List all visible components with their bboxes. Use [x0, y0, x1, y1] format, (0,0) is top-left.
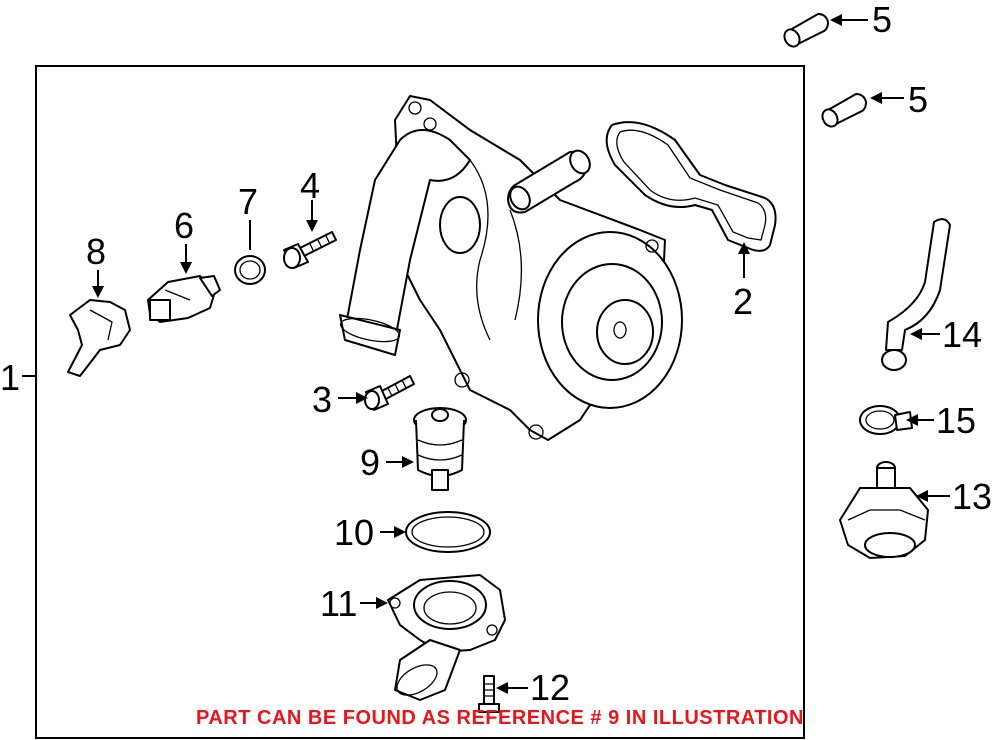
callout-12: 12: [530, 667, 570, 708]
temperature-sensor: [147, 275, 221, 323]
coolant-hose: [881, 218, 951, 371]
seal-ring-7: [234, 255, 266, 285]
o-ring-10: [405, 511, 491, 553]
thermostat-housing: [387, 574, 506, 701]
callout-1: 1: [0, 357, 20, 398]
callout-8: 8: [86, 231, 106, 272]
callout-4: 4: [300, 165, 320, 206]
outlet-pipe: [339, 129, 471, 356]
assembly-frame: [35, 65, 805, 739]
callout-15: 15: [936, 400, 976, 441]
callout-5-upper: 5: [872, 0, 892, 40]
bolt-3: [364, 375, 415, 411]
gasket: [605, 121, 777, 252]
callout-5-lower: 5: [908, 79, 928, 120]
leader-lines: [22, 14, 950, 694]
callout-9: 9: [360, 442, 380, 483]
dowel-pin-upper: [783, 13, 829, 48]
callout-3: 3: [312, 379, 332, 420]
water-pump-housing: [365, 95, 683, 441]
footnote-text: PART CAN BE FOUND AS REFERENCE # 9 IN IL…: [196, 707, 804, 729]
callout-14: 14: [942, 314, 982, 355]
callout-13: 13: [952, 476, 992, 517]
thermostat: [413, 407, 467, 491]
callout-10: 10: [334, 512, 374, 553]
auxiliary-water-pump: [839, 461, 929, 559]
callout-7: 7: [238, 181, 258, 222]
dowel-pin-lower: [821, 93, 867, 128]
bypass-pipe: [507, 149, 591, 214]
retaining-clip: [67, 299, 131, 377]
callout-6: 6: [174, 205, 194, 246]
bolt-12: [478, 675, 500, 713]
hose-clamp: [859, 405, 913, 435]
callout-11: 11: [320, 583, 357, 624]
bolt-4: [283, 231, 337, 269]
callout-2: 2: [733, 281, 753, 322]
